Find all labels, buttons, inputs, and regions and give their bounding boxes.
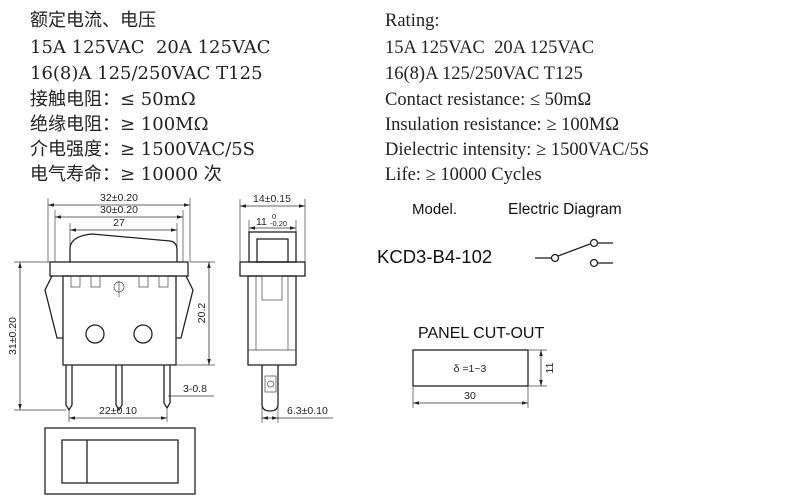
body-rivet-left: [85, 324, 105, 344]
bottom-view-outline: [44, 427, 196, 495]
bezel-outline: [49, 261, 189, 277]
specs-english: Rating: 15A 125VAC 20A 125VAC 16(8)A 125…: [385, 11, 649, 185]
electric-diagram-header: Electric Diagram: [508, 201, 622, 218]
side-terminal-pin: [261, 365, 279, 412]
spec-en-life: Life: ≥ 10000 Cycles: [385, 165, 542, 185]
electric-diagram: Model. Electric Diagram KCD3-B4-102: [377, 201, 622, 268]
dimension-label-overall-width: 32±0.20: [100, 192, 138, 204]
dimension-label-body-height: 20.2: [196, 303, 208, 324]
side-terminal-hole: [267, 380, 274, 388]
dimension-label-cutout-width: 30: [464, 390, 476, 402]
spec-en-rating-2: 16(8)A 125/250VAC T125: [385, 64, 583, 84]
spec-en-insulation-resistance: Insulation resistance: ≥ 100MΩ: [385, 115, 619, 135]
switch-contact-lower: [589, 258, 599, 268]
side-view: 14±0.15 11 0 -0.20 6.3±0.10: [239, 193, 333, 423]
dimension-label-pin-spacing: 22±0.10: [99, 405, 137, 417]
tolerance-upper: 0: [272, 212, 276, 221]
dimension-label-rocker-width: 27: [113, 217, 125, 229]
dimension-label-cutout-height: 11: [544, 362, 556, 373]
switch-common-contact: [550, 253, 560, 263]
dimension-label-cap-depth: 11: [256, 216, 267, 228]
terminal-pin-right: [163, 365, 171, 410]
side-cap-inner: [256, 238, 289, 263]
panel-cutout-outline: [412, 349, 529, 387]
spec-en-contact-resistance: Contact resistance: ≤ 50mΩ: [385, 90, 591, 110]
body-tab: [138, 275, 149, 288]
body-rivet-right: [133, 324, 153, 344]
panel-thickness-label: δ =1~3: [454, 363, 487, 375]
switch-contact-upper: [589, 238, 599, 248]
front-view: 32±0.20 30±0.20 27 20.2 31±0.20 3-0.8: [7, 192, 215, 422]
dimension-label-bezel-width: 30±0.20: [100, 204, 138, 216]
spec-en-dielectric-strength: Dielectric intensity: ≥ 1500VAC/5S: [385, 140, 649, 160]
tolerance-lower: -0.20: [270, 219, 287, 228]
rocker-outline: [69, 233, 178, 262]
right-snap-clip: [176, 275, 194, 339]
dimension-label-pin-thickness: 3-0.8: [183, 383, 207, 395]
terminal-pin-middle: [115, 365, 123, 412]
spec-cn-contact-resistance: 接触电阻：≤ 50mΩ: [30, 89, 196, 110]
dimension-label-overall-height: 31±0.20: [7, 317, 19, 355]
spec-cn-rating-2: 16(8)A 125/250VAC T125: [30, 63, 263, 84]
spec-en-rating-1: 15A 125VAC 20A 125VAC: [385, 38, 594, 58]
left-snap-clip: [44, 275, 63, 339]
model-header: Model.: [412, 201, 457, 218]
spec-cn-insulation-resistance: 绝缘电阻：≥ 100MΩ: [30, 114, 209, 135]
switch-lever: [557, 243, 591, 257]
bottom-view: [44, 427, 196, 495]
spec-cn-life: 电气寿命：≥ 10000 次: [30, 164, 222, 185]
panel-cutout: PANEL CUT-OUT δ =1~3 11 30: [412, 325, 556, 408]
dimension-label-overall-depth: 14±0.15: [253, 193, 291, 205]
body-tab: [70, 275, 81, 288]
side-cap-outline: [248, 231, 297, 263]
model-name: KCD3-B4-102: [377, 246, 492, 267]
panel-cutout-title: PANEL CUT-OUT: [418, 325, 544, 342]
body-tab: [158, 275, 169, 288]
spec-cn-rating-1: 15A 125VAC 20A 125VAC: [30, 37, 271, 58]
body-tab: [90, 275, 101, 288]
terminal-pin-left: [65, 365, 73, 412]
side-terminal-slot: [264, 375, 277, 393]
side-body-latch: [261, 275, 283, 301]
spec-cn-title: 额定电流、电压: [30, 10, 156, 31]
side-flange: [239, 261, 306, 277]
spec-cn-dielectric-strength: 介电强度：≥ 1500VAC/5S: [30, 139, 255, 160]
bottom-view-rocker: [61, 439, 179, 484]
dimension-label-pin-width: 6.3±0.10: [287, 405, 328, 417]
switch-body-outline: [62, 275, 177, 366]
spec-en-title: Rating:: [385, 11, 439, 31]
side-body-outline: [247, 275, 297, 366]
specs-chinese: 额定电流、电压 15A 125VAC 20A 125VAC 16(8)A 125…: [30, 10, 271, 185]
